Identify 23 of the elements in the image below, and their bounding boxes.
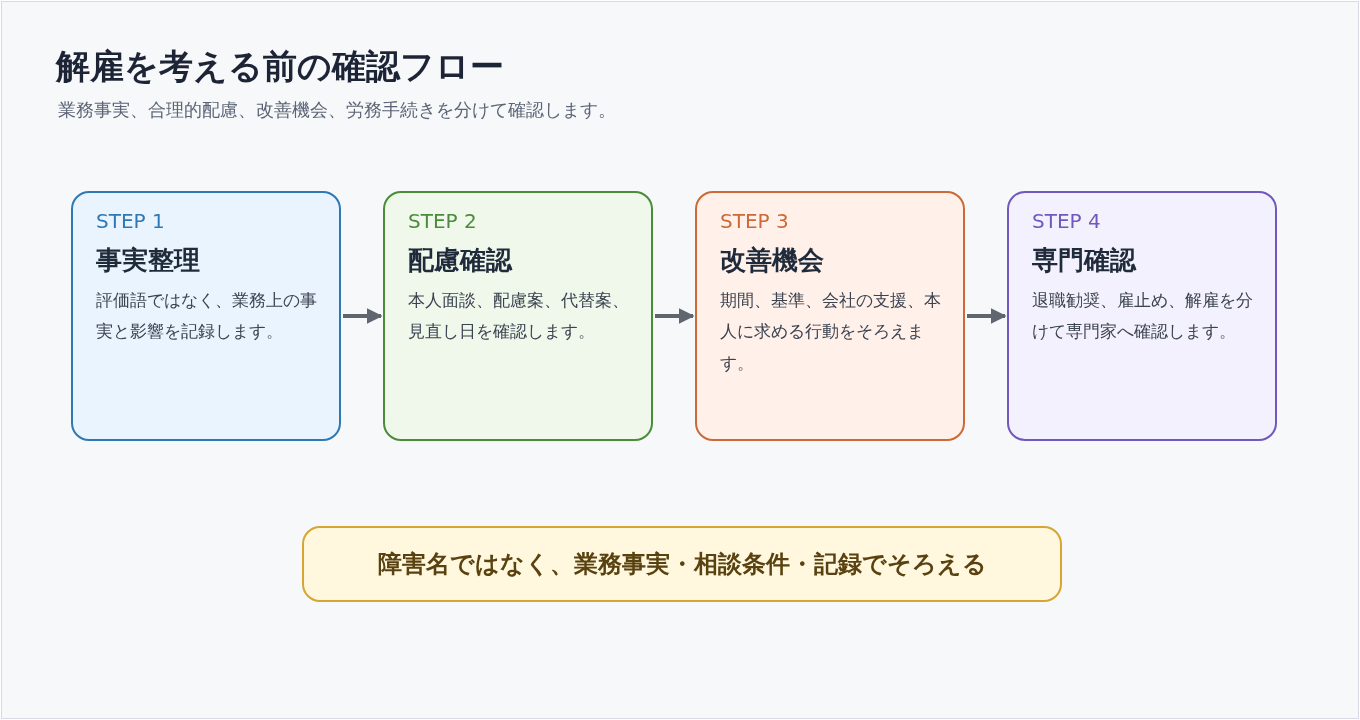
- step-description: 期間、基準、会社の支援、本人に求める行動をそろえます。: [720, 290, 942, 375]
- arrow: [655, 308, 695, 324]
- step-label: STEP 1: [96, 209, 165, 233]
- step-title: 事実整理: [96, 244, 200, 277]
- arrow: [343, 308, 383, 324]
- step-title: 改善機会: [720, 244, 824, 277]
- step-card: [383, 191, 653, 441]
- step-label: STEP 2: [408, 209, 477, 233]
- step-title: 専門確認: [1032, 244, 1136, 277]
- arrow: [967, 308, 1007, 324]
- step-label: STEP 3: [720, 209, 789, 233]
- step-card: [1007, 191, 1277, 441]
- step-description: 退職勧奨、雇止め、解雇を分けて専門家へ確認します。: [1032, 290, 1254, 344]
- step-card: [695, 191, 965, 441]
- title: 解雇を考える前の確認フロー: [56, 45, 504, 88]
- subtitle: 業務事実、合理的配慮、改善機会、労務手続きを分けて確認します。: [58, 98, 616, 122]
- callout-box: [302, 526, 1062, 602]
- callout-text: 障害名ではなく、業務事実・相談条件・記録でそろえる: [376, 549, 988, 580]
- step-card: [71, 191, 341, 441]
- step-description: 評価語ではなく、業務上の事実と影響を記録します。: [96, 290, 318, 344]
- step-description: 本人面談、配慮案、代替案、見直し日を確認します。: [408, 290, 630, 344]
- step-title: 配慮確認: [408, 244, 512, 277]
- step-label: STEP 4: [1032, 209, 1101, 233]
